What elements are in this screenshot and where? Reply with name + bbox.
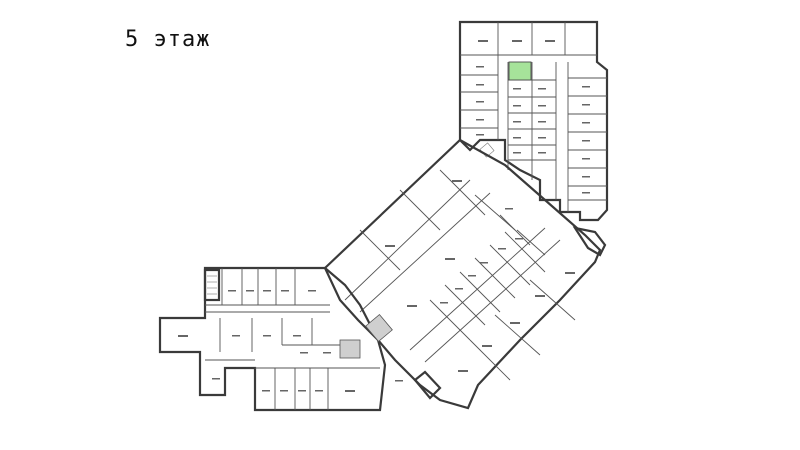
floor-title: 5 этаж: [125, 27, 211, 52]
highlighted-room[interactable]: [508, 61, 532, 81]
central-wing: [323, 138, 607, 410]
room-labels: [178, 40, 590, 392]
north-wing: [458, 20, 609, 222]
west-wing: [158, 266, 393, 412]
